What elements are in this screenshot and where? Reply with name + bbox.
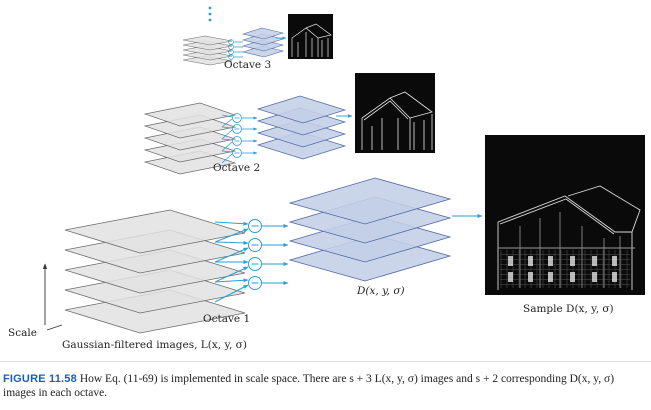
scale-leader-line bbox=[46, 324, 63, 331]
octave3-thumbnail bbox=[288, 14, 333, 59]
gaussian-image bbox=[143, 102, 237, 127]
minus-node bbox=[248, 219, 262, 233]
caption-text: How Eq. (11-69) is implemented in scale … bbox=[3, 373, 615, 399]
figure-number: FIGURE 11.58 bbox=[3, 373, 77, 385]
octave2-thumbnail bbox=[355, 73, 435, 153]
dog-image bbox=[241, 27, 285, 40]
octave2-gaussian-stack bbox=[143, 102, 237, 175]
octave3-gaussian-stack bbox=[182, 35, 233, 66]
dog-image bbox=[288, 177, 452, 225]
minus-node bbox=[248, 257, 262, 271]
gaussian-filtered-label: Gaussian-filtered images, L(x, y, σ) bbox=[62, 339, 247, 351]
dog-label: D(x, y, σ) bbox=[357, 285, 405, 297]
octave1-label: Octave 1 bbox=[203, 313, 251, 325]
caption-divider bbox=[0, 361, 651, 362]
figure-caption: FIGURE 11.58 How Eq. (11-69) is implemen… bbox=[3, 372, 643, 400]
gaussian-image bbox=[182, 35, 233, 46]
octave1-subtractors bbox=[214, 219, 289, 303]
sample-label: Sample D(x, y, σ) bbox=[523, 303, 614, 315]
minus-node bbox=[248, 238, 262, 252]
octave2-subtractors bbox=[221, 113, 258, 164]
octave1-gaussian-stack bbox=[64, 209, 246, 334]
scale-label: Scale bbox=[8, 327, 37, 339]
octave1-dog-stack bbox=[288, 177, 452, 282]
ellipsis-dots bbox=[208, 6, 212, 22]
dog-image bbox=[256, 95, 347, 124]
octave3-label: Octave 3 bbox=[224, 59, 272, 71]
octave2-dog-stack bbox=[256, 95, 347, 160]
minus-node bbox=[248, 276, 262, 290]
octave3-subtractors bbox=[228, 39, 243, 60]
octave2-label: Octave 2 bbox=[213, 162, 261, 174]
gaussian-image bbox=[64, 209, 246, 254]
octave3-dog-stack bbox=[241, 27, 285, 58]
sample-dog-image bbox=[485, 135, 645, 295]
scale-space-diagram bbox=[42, 6, 645, 334]
